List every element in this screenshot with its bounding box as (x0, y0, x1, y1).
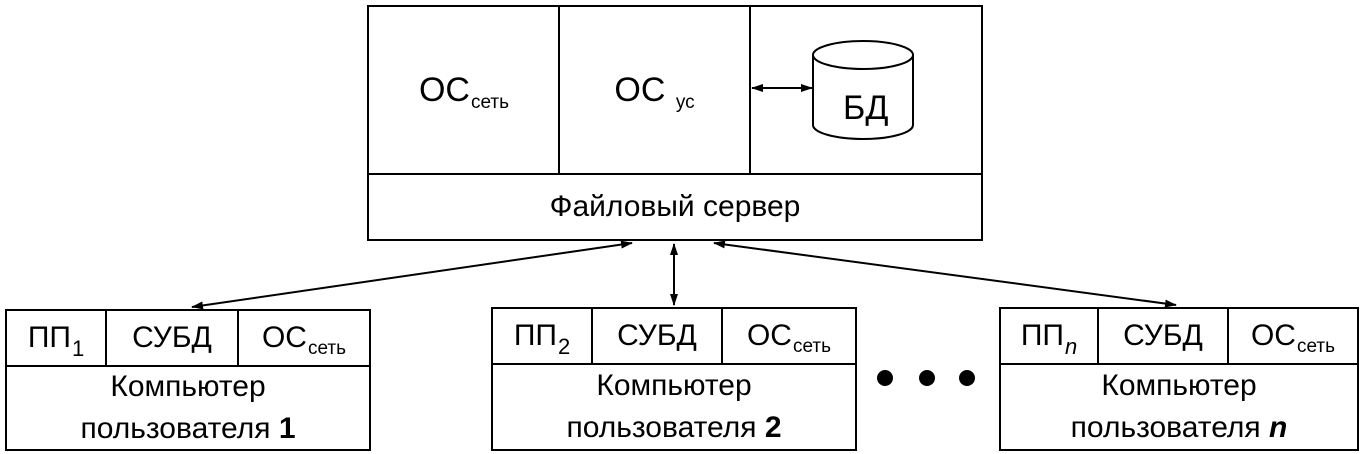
database-label: БД (843, 89, 889, 127)
client-1-pp-cell: ПП1 (7, 311, 105, 365)
client-n-dbms-label: СУБД (1123, 319, 1203, 352)
client-2-dbms-label: СУБД (617, 319, 697, 352)
client-n-dbms-cell: СУБД (1099, 309, 1227, 363)
client-computer-1: ПП1 СУБД ОСсеть Компьютер пользователя 1 (5, 309, 371, 451)
client-2-caption: Компьютер пользователя 2 (566, 369, 782, 444)
client-1-os-cell: ОСсеть (239, 311, 369, 365)
client-2-dbms-cell: СУБД (593, 309, 721, 363)
client-1-dbms-cell: СУБД (107, 311, 237, 365)
server-client-1-arrow (191, 240, 633, 310)
client-computer-n: ППn СУБД ОСсеть Компьютер пользователя n (999, 307, 1359, 451)
ellipsis-dot (959, 370, 975, 386)
server-title: Файловый сервер (549, 190, 801, 223)
client-1-dbms-label: СУБД (132, 321, 212, 354)
client-n-pp-cell: ППn (1001, 309, 1097, 363)
server-os-net-cell: ОСсеть (369, 7, 559, 173)
server-os-net-label: ОСсеть (418, 71, 510, 113)
client-n-pp-label: ППn (1020, 319, 1078, 359)
server-os-dbms-cell: ОС ус (560, 7, 749, 173)
client-2-os-label: ОСсеть (746, 319, 832, 357)
server-client-n-arrow (713, 240, 1177, 308)
client-n-os-label: ОСсеть (1250, 319, 1336, 357)
server-db-cell: БД (751, 7, 981, 173)
database-cylinder-icon (812, 40, 914, 140)
server-os-dbms-label: ОС ус (614, 71, 695, 113)
client-n-caption: Компьютер пользователя n (1070, 369, 1288, 444)
client-2-pp-cell: ПП2 (493, 309, 591, 363)
client-2-os-cell: ОСсеть (723, 309, 855, 363)
client-1-caption: Компьютер пользователя 1 (80, 370, 296, 445)
client-computer-2: ПП2 СУБД ОСсеть Компьютер пользователя 2 (491, 307, 857, 451)
file-server-box: ОСсеть ОС ус БД Файловый сервер (367, 5, 983, 241)
client-n-os-cell: ОСсеть (1229, 309, 1357, 363)
client-1-os-label: ОСсеть (261, 321, 347, 359)
ellipsis-dot (877, 370, 893, 386)
ellipsis-dot (919, 370, 935, 386)
client-1-pp-label: ПП1 (27, 321, 85, 361)
server-title-cell: Файловый сервер (369, 175, 981, 239)
client-2-pp-label: ПП2 (513, 319, 571, 359)
